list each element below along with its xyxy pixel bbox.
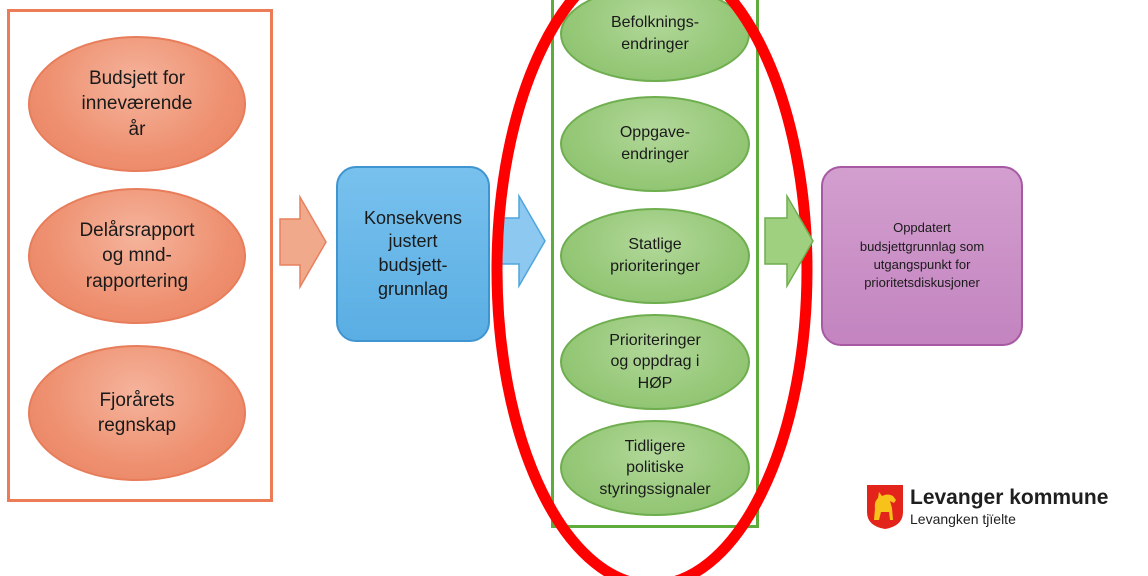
input-oval-interim-report: Delårsrapport og mnd- rapportering [28,188,246,324]
input-oval-budget: Budsjett for inneværende år [28,36,246,172]
input-oval-accounts: Fjorårets regnskap [28,345,246,481]
factor-oval-tasks: Oppgave- endringer [560,96,750,192]
horse-crest-icon [867,485,903,529]
factor-oval-hop-priorities: Prioriteringer og oppdrag i HØP [560,314,750,410]
baseline-budget-box: Konsekvens justert budsjett- grunnlag [336,166,490,342]
logo-subtitle: Levangken tjïelte [910,511,1016,527]
arrow-right-icon [279,194,327,290]
factor-oval-population: Befolknings- endringer [560,0,750,82]
arrow-right-icon [764,193,814,289]
factor-oval-political-signals: Tidligere politiske styringssignaler [560,420,750,516]
updated-budget-box: Oppdatert budsjettgrunnlag som utgangspu… [821,166,1023,346]
factor-oval-state-priorities: Statlige prioriteringer [560,208,750,304]
logo-title: Levanger kommune [910,486,1109,509]
factors-frame [551,0,759,528]
inputs-frame [7,9,273,502]
